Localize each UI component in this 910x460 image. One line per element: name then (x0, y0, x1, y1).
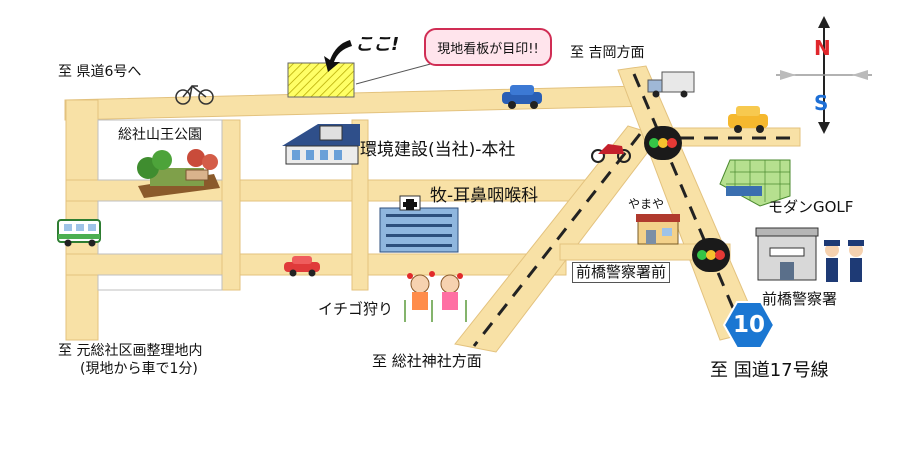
truck-icon (647, 71, 695, 98)
bubble-pointer (355, 61, 439, 85)
yamaya-store-icon (636, 214, 680, 245)
car-red-icon (284, 256, 320, 277)
label-to-soja-shrine: 至 総社神社方面 (372, 352, 482, 370)
label-yamaya: やまや (628, 197, 665, 211)
road-top-main (64, 85, 653, 121)
label-strawberry-picking: イチゴ狩り (318, 300, 394, 318)
golf-range-icon (719, 159, 791, 207)
police-station-icon (755, 227, 819, 281)
label-to-route-17: 至 国道17号線 (710, 360, 829, 381)
traffic-light-icon (644, 126, 682, 160)
bus-icon (57, 219, 101, 247)
road-inner-vertical (221, 119, 241, 291)
label-modern-golf: モダンGOLF (768, 198, 854, 216)
bicycle-icon (175, 84, 214, 105)
here-arrow-icon (324, 40, 352, 72)
label-to-yoshioka: 至 吉岡方面 (570, 45, 645, 61)
clinic-building-icon (379, 195, 459, 253)
here-label: ここ! (355, 34, 400, 55)
label-to-prefectural-road-6: 至 県道6号へ (58, 64, 142, 80)
signboard-callout-text: 現地看板が目印!! (437, 41, 539, 57)
label-park: 総社山王公園 (118, 127, 202, 143)
label-ent-clinic: 牧-耳鼻咽喉科 (430, 186, 539, 206)
site-marker[interactable] (287, 62, 355, 98)
police-officers-icon (824, 240, 864, 282)
label-company-hq: 環境建設(当社)-本社 (360, 140, 516, 160)
route-10-badge (722, 301, 776, 349)
label-police-station: 前橋警察署 (762, 290, 838, 308)
park-icon (137, 149, 220, 198)
compass-north: N (814, 36, 831, 60)
motorcycle-icon (591, 144, 631, 163)
label-to-motosoja-line2: (現地から車で1分) (80, 361, 198, 377)
compass-icon: N S (776, 16, 872, 134)
car-yellow-icon (728, 106, 768, 133)
route-number: 10 (732, 312, 765, 338)
company-hq-building-icon (282, 124, 360, 165)
car-blue-icon (502, 85, 542, 109)
label-to-motosoja-line1: 至 元総社区画整理地内 (58, 343, 203, 359)
road-network (64, 65, 801, 353)
dashed-center-lines (472, 73, 790, 347)
strawberry-kids-icon (404, 271, 467, 322)
compass-south: S (814, 91, 828, 115)
label-police-front-intersection: 前橋警察署前 (572, 262, 671, 283)
signboard-callout: 現地看板が目印!! (424, 28, 552, 66)
traffic-light-icon (692, 238, 730, 272)
